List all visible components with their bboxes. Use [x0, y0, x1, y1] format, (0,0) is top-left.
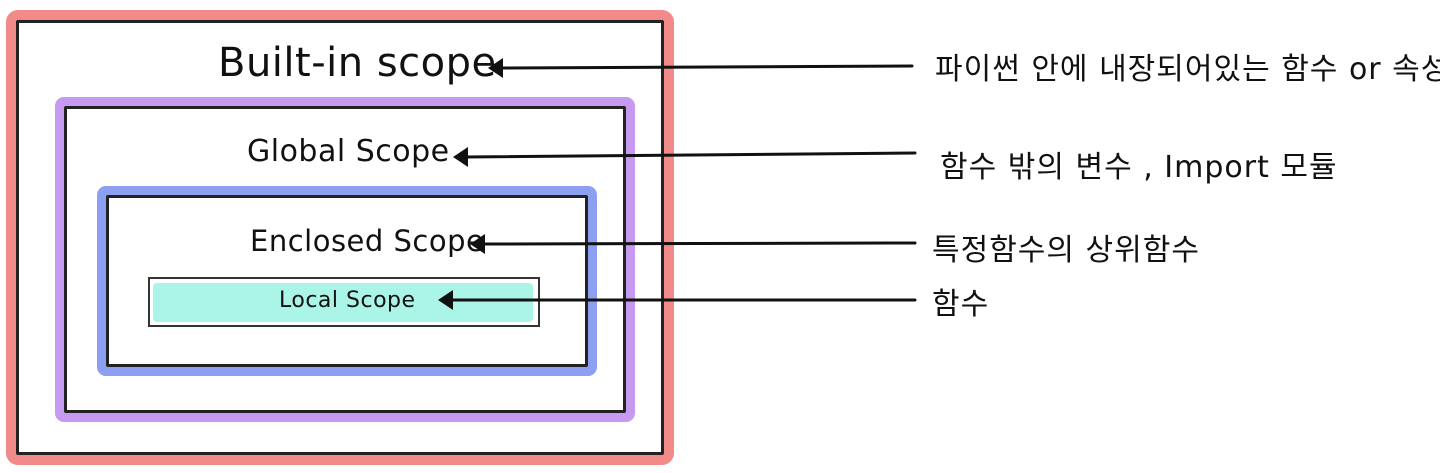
global-scope-label: Global Scope	[247, 134, 450, 169]
builtin-connector-line	[498, 64, 914, 70]
global-connector-line	[463, 151, 917, 159]
enclosed-arrowhead-icon	[470, 234, 485, 254]
local-scope-label: Local Scope	[279, 288, 416, 313]
enclosed-scope-description: 특정함수의 상위함수	[932, 233, 1200, 268]
local-scope-description: 함수	[932, 287, 990, 322]
enclosed-connector-line	[480, 241, 917, 246]
global-arrowhead-icon	[453, 147, 468, 167]
global-scope-description: 함수 밖의 변수 , Import 모듈	[940, 150, 1338, 185]
local-scope-fill	[153, 283, 533, 322]
builtin-scope-label: Built-in scope	[218, 40, 497, 86]
builtin-arrowhead-icon	[488, 58, 503, 78]
local-arrowhead-icon	[438, 290, 453, 310]
enclosed-scope-label: Enclosed Scope	[250, 224, 485, 258]
builtin-scope-description: 파이썬 안에 내장되어있는 함수 or 속성	[935, 52, 1440, 87]
